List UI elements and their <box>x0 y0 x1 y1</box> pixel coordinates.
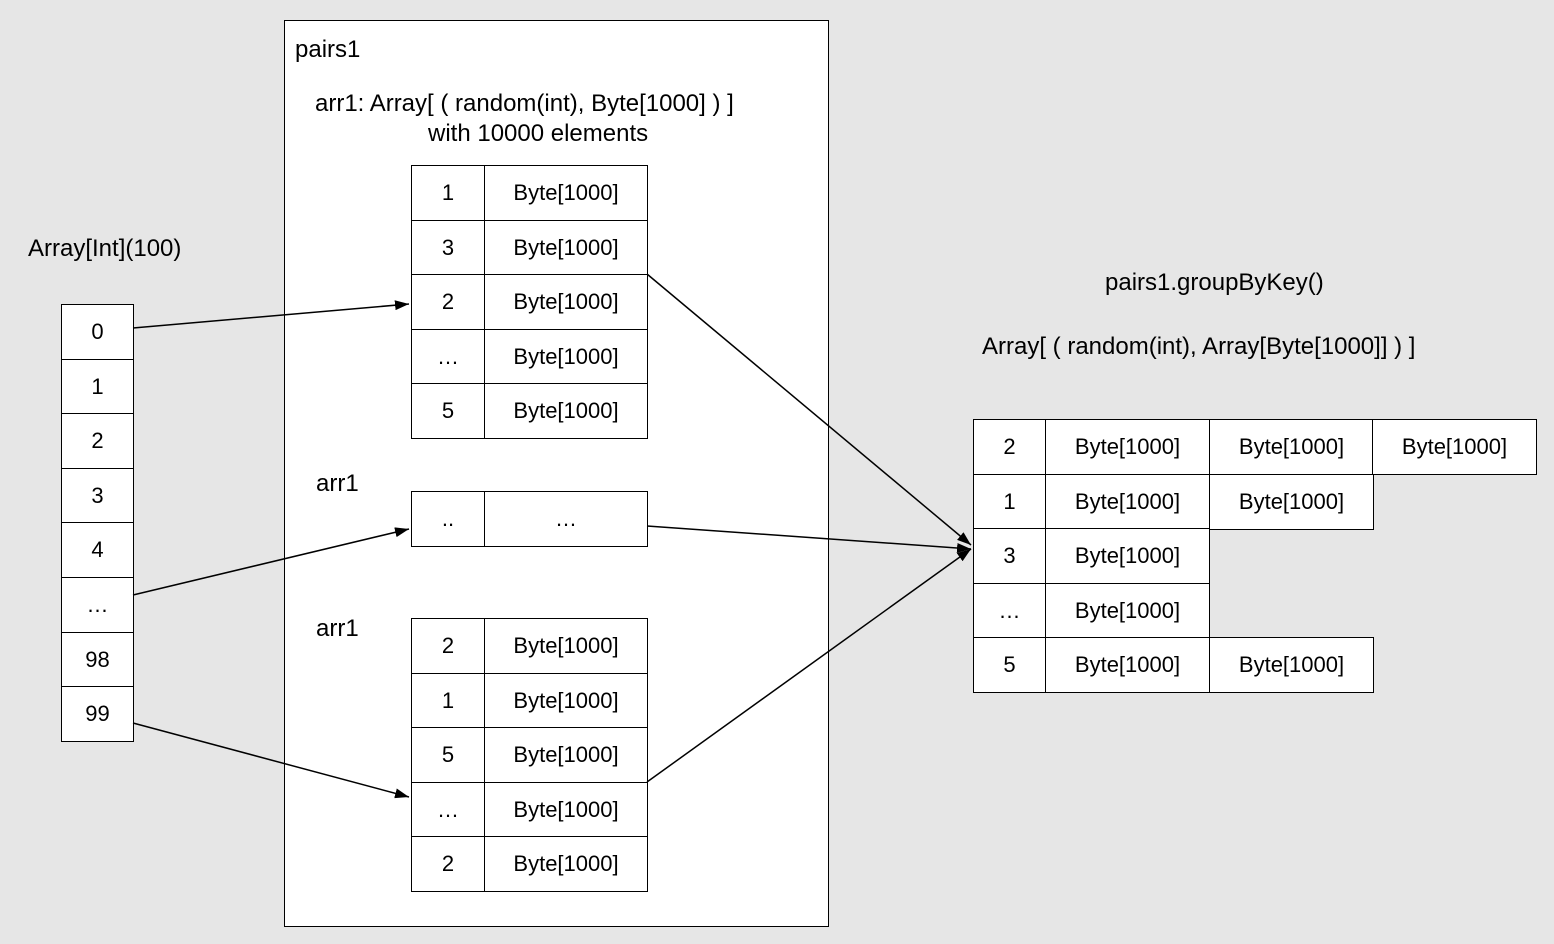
grouped-value-cell: Byte[1000] <box>1372 419 1537 475</box>
partition-c-key-cell: 2 <box>411 618 485 674</box>
array-int-title: Array[Int](100) <box>28 235 182 262</box>
array-int-cell: 3 <box>61 468 134 524</box>
partition-c-key-cell: 2 <box>411 836 485 892</box>
arrow-99-to-partition-c <box>132 722 410 799</box>
array-int-cell: 0 <box>61 304 134 360</box>
grouped-subtitle: Array[ ( random(int), Array[Byte[1000]] … <box>982 333 1416 360</box>
partition-a-value-cell: Byte[1000] <box>484 329 648 385</box>
partition-a-key-cell: 3 <box>411 220 485 276</box>
grouped-title: pairs1.groupByKey() <box>1105 269 1324 296</box>
partition-c-key-cell: 1 <box>411 673 485 729</box>
array-int-cell: 4 <box>61 522 134 578</box>
grouped-value-cell: Byte[1000] <box>1045 528 1210 584</box>
arrow-0-to-partition-a <box>132 300 410 329</box>
array-int-cell: 2 <box>61 413 134 469</box>
pairs1-title: pairs1 <box>295 36 361 63</box>
partition-b-value-cell: … <box>484 491 648 547</box>
partition-c-value-cell: Byte[1000] <box>484 836 648 892</box>
grouped-value-cell: Byte[1000] <box>1209 637 1374 693</box>
array-int-cell: 99 <box>61 686 134 742</box>
partition-a-value-cell: Byte[1000] <box>484 383 648 439</box>
arrow-ellipsis-to-partition-b <box>132 527 410 596</box>
arrow-partition-a-to-grouped <box>646 273 972 546</box>
grouped-value-cell: Byte[1000] <box>1209 419 1374 475</box>
grouped-value-cell: Byte[1000] <box>1045 474 1210 530</box>
partition-a-value-cell: Byte[1000] <box>484 165 648 221</box>
grouped-value-cell: Byte[1000] <box>1209 474 1374 530</box>
partition-c-label: arr1 <box>316 615 359 642</box>
arrow-partition-c-to-grouped <box>646 548 972 783</box>
partition-a-value-cell: Byte[1000] <box>484 220 648 276</box>
grouped-value-cell: Byte[1000] <box>1045 637 1210 693</box>
partition-c-value-cell: Byte[1000] <box>484 727 648 783</box>
arr1-caption-line1: arr1: Array[ ( random(int), Byte[1000] )… <box>315 90 734 117</box>
grouped-key-cell: 5 <box>973 637 1046 693</box>
array-int-cell: … <box>61 577 134 633</box>
arrow-partition-b-to-grouped <box>646 525 972 553</box>
array-int-cell: 98 <box>61 632 134 688</box>
partition-a-key-cell: … <box>411 329 485 385</box>
partition-b-label: arr1 <box>316 470 359 497</box>
partition-b-key-cell: .. <box>411 491 485 547</box>
partition-c-value-cell: Byte[1000] <box>484 673 648 729</box>
partition-a-key-cell: 5 <box>411 383 485 439</box>
arr1-caption-line2: with 10000 elements <box>428 120 649 147</box>
partition-c-value-cell: Byte[1000] <box>484 782 648 838</box>
